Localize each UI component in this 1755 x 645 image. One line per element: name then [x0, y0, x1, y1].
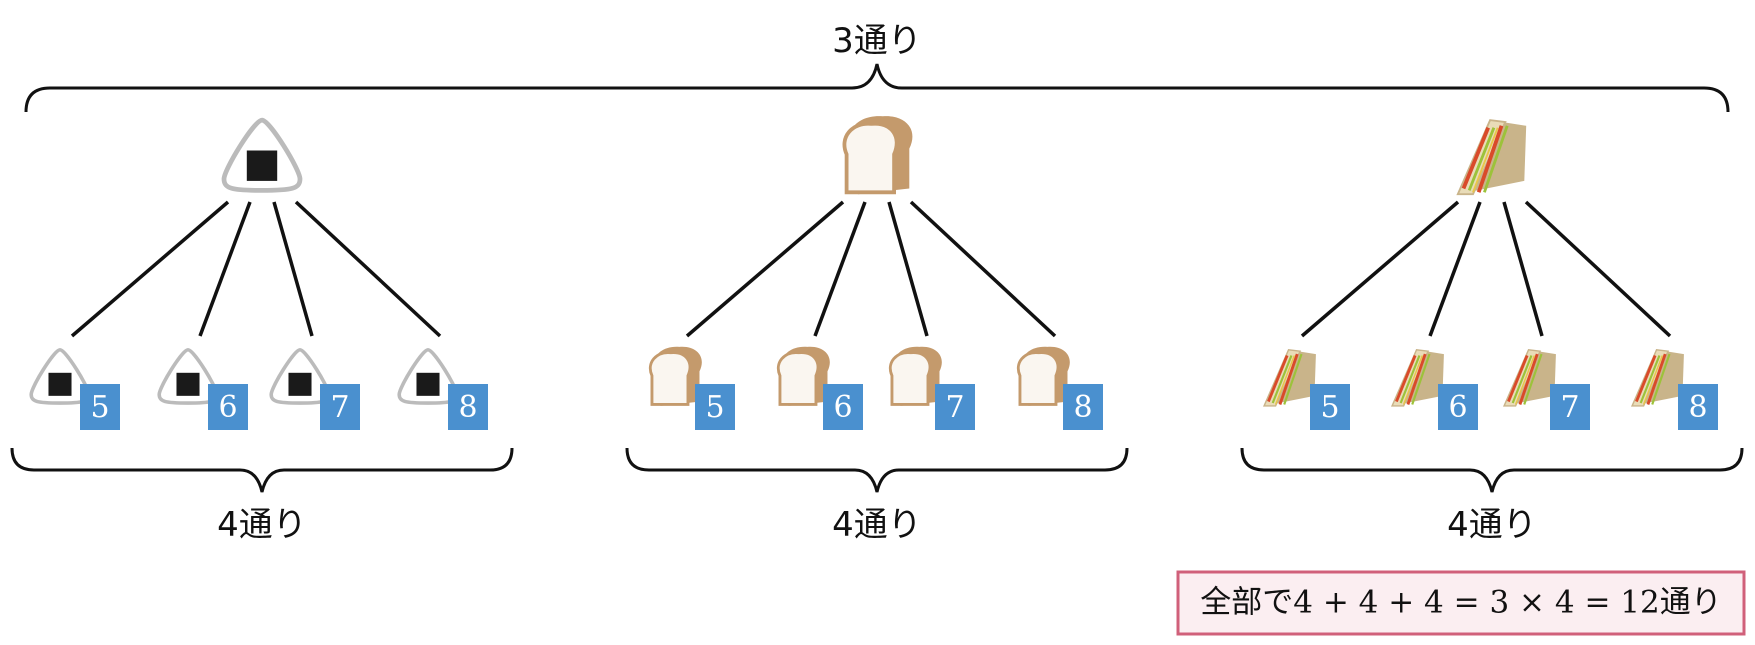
bread-icon: [888, 345, 944, 408]
number-badge: [80, 384, 120, 430]
leaf-bread: 6: [776, 345, 863, 430]
group-onigiri: 5 6 7 8: [10, 120, 514, 493]
number-badge: [935, 384, 975, 430]
sandwich-icon: [1262, 348, 1318, 408]
sandwich-icon: [1390, 348, 1446, 408]
number-badge: [1550, 384, 1590, 430]
sandwich-icon: [1630, 348, 1686, 408]
number-badge: [1678, 384, 1718, 430]
branch-line: [294, 200, 442, 338]
number-badge: [695, 384, 735, 430]
number-badge-label: 7: [330, 390, 349, 425]
number-badge: [208, 384, 248, 430]
number-badge-label: 8: [1073, 390, 1092, 425]
leaf-bread: 7: [888, 345, 975, 430]
number-badge-label: 6: [833, 390, 852, 425]
number-badge: [823, 384, 863, 430]
number-badge: [320, 384, 360, 430]
branch-line: [198, 201, 252, 337]
bread-icon: [648, 345, 704, 408]
leaf-sandwich: 7: [1502, 348, 1590, 430]
number-badge-label: 8: [1688, 390, 1707, 425]
branch-line: [1524, 200, 1672, 338]
branch-line: [813, 201, 867, 337]
group-count-label-bread: 4通り: [832, 505, 922, 545]
number-badge-label: 6: [218, 390, 237, 425]
top-count-label: 3通り: [832, 21, 922, 61]
branch-line: [887, 201, 929, 337]
leaf-sandwich: 6: [1390, 348, 1478, 430]
total-result-box: [1176, 570, 1746, 636]
group-sandwich: 5 6 7 8: [1240, 118, 1744, 493]
leaf-sandwich: 5: [1262, 348, 1350, 430]
group-brace: [10, 447, 514, 493]
leaf-sandwich: 8: [1630, 348, 1718, 430]
group-count-label-onigiri: 4通り: [217, 505, 307, 545]
total-result-text: 全部で4 + 4 + 4 = 3 × 4 = 12通り: [1200, 585, 1721, 621]
bread-icon: [1016, 345, 1072, 408]
sandwich-icon: [1502, 348, 1558, 408]
onigiri-icon: [224, 120, 300, 190]
number-badge-label: 5: [1320, 390, 1339, 425]
top-brace: [24, 63, 1730, 113]
branch-line: [1502, 201, 1544, 337]
number-badge: [1310, 384, 1350, 430]
number-badge-label: 7: [945, 390, 964, 425]
branch-line: [1428, 201, 1482, 337]
leaf-onigiri: 5: [29, 347, 120, 430]
number-badge-label: 8: [458, 390, 477, 425]
group-brace: [1240, 447, 1744, 493]
group-brace: [625, 447, 1129, 493]
leaf-bread: 8: [1016, 345, 1103, 430]
number-badge: [1063, 384, 1103, 430]
number-badge: [1438, 384, 1478, 430]
bread-icon: [842, 114, 915, 197]
bread-icon: [776, 345, 832, 408]
leaf-onigiri: 8: [397, 347, 488, 430]
branch-line: [685, 200, 845, 338]
number-badge-label: 5: [90, 390, 109, 425]
leaf-onigiri: 6: [157, 347, 248, 430]
branch-line: [909, 200, 1057, 338]
group-bread: 5 6 7 8: [625, 114, 1129, 493]
number-badge-label: 6: [1448, 390, 1467, 425]
number-badge-label: 5: [705, 390, 724, 425]
number-badge: [448, 384, 488, 430]
branch-line: [70, 200, 230, 338]
group-count-label-sandwich: 4通り: [1447, 505, 1537, 545]
leaf-bread: 5: [648, 345, 735, 430]
branch-line: [272, 201, 314, 337]
number-badge-label: 7: [1560, 390, 1579, 425]
leaf-onigiri: 7: [269, 347, 360, 430]
sandwich-icon: [1455, 118, 1529, 197]
branch-line: [1300, 200, 1460, 338]
